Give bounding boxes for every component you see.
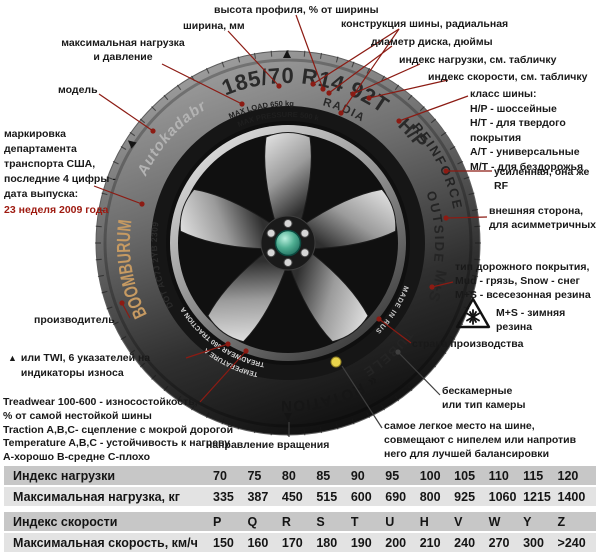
table-cell: 190 xyxy=(350,535,372,550)
table-cell: 80 xyxy=(281,468,296,483)
label-treadwear: Treadwear 100-600 - износостойкость, % о… xyxy=(3,396,234,464)
table-cell: H xyxy=(419,514,429,529)
table-cell: T xyxy=(350,514,359,529)
table-cell: 690 xyxy=(385,489,407,504)
rotation-marker-icon xyxy=(284,413,292,421)
index-tables: Индекс нагрузки 70 75 80 85 90 95 100 105 110 115 1… xyxy=(4,466,596,554)
table-cell: 240 xyxy=(454,535,476,550)
table-cell: 85 xyxy=(316,468,331,483)
label-dot-marking: маркировка департамента транспорта США, … xyxy=(4,128,116,200)
label-tire-class: класс шины: H/P - шоссейные H/T - для тв… xyxy=(470,88,584,173)
table-cell: 75 xyxy=(247,468,262,483)
table-cell: Z xyxy=(557,514,566,529)
label-width: ширина, мм xyxy=(183,20,245,32)
leader-lines xyxy=(93,14,492,403)
table-cell: 387 xyxy=(247,489,269,504)
wheel-spokes xyxy=(179,132,397,343)
leader-dots xyxy=(119,81,449,355)
table-cell: 120 xyxy=(557,468,579,483)
twi-triangle-icon: ▲ xyxy=(8,353,17,363)
table-cell: 180 xyxy=(316,535,338,550)
label-construction: конструкция шины, радиальная xyxy=(341,18,509,30)
table-cell: 70 xyxy=(213,468,227,483)
lug-nuts xyxy=(266,219,310,267)
table-cell: U xyxy=(385,514,395,529)
table-cell: W xyxy=(488,514,501,529)
label-outside: внешняя сторона, для асимметричных xyxy=(489,205,597,231)
table-cell: 105 xyxy=(454,468,476,483)
label-balance: самое легкое место на шине, совмещают с … xyxy=(384,420,577,460)
load-index-table: Индекс нагрузки 70 75 80 85 90 95 100 105 110 115 1… xyxy=(4,466,596,506)
tread-groove xyxy=(103,58,473,428)
table-cell: >240 xyxy=(557,535,586,550)
label-load-index: индекс нагрузки, см. табличку xyxy=(399,54,557,66)
table-cell: 1215 xyxy=(523,489,551,504)
label-reinforced: усиленная, она же RF xyxy=(494,166,590,192)
table-row: Максимальная нагрузка, кг 335 387 450 515 600… xyxy=(4,487,596,506)
table-cell: 170 xyxy=(281,535,303,550)
table-cell: 160 xyxy=(247,535,269,550)
label-disk-diameter: диаметр диска, дюймы xyxy=(371,36,493,48)
table-row: Индекс нагрузки 70 75 80 85 90 95 100 105 110 115 1… xyxy=(4,466,596,485)
row-label: Максимальная скорость, км/ч xyxy=(13,535,198,550)
label-surface-type: тип дорожного покрытия, Mud - грязь, Sno… xyxy=(455,261,591,301)
table-cell: Y xyxy=(523,514,532,529)
table-cell: 90 xyxy=(350,468,365,483)
twi-text: или TWI, 6 указателей на индикаторы изно… xyxy=(20,352,151,379)
table-cell: 200 xyxy=(385,535,407,550)
speed-index-table: Индекс скорости P Q R S T U H V W Y Z Максимальная с… xyxy=(4,512,596,552)
table-row: Максимальная скорость, км/ч 150 160 170 180 1… xyxy=(4,533,596,552)
label-manufacturer: производитель xyxy=(34,314,115,326)
table-cell: 110 xyxy=(488,468,509,483)
twi-marker-left-icon xyxy=(127,140,137,149)
table-cell: 115 xyxy=(523,468,544,483)
table-cell: Q xyxy=(247,514,258,529)
table-cell: 800 xyxy=(419,489,441,504)
table-cell: 270 xyxy=(488,535,510,550)
table-cell: 335 xyxy=(213,489,234,504)
row-label: Индекс скорости xyxy=(13,514,118,529)
table-row: Индекс скорости P Q R S T U H V W Y Z xyxy=(4,512,596,531)
label-speed-index: индекс скорости, см. табличку xyxy=(428,71,588,83)
balance-dot xyxy=(330,356,342,368)
table-cell: 210 xyxy=(419,535,441,550)
table-cell: R xyxy=(281,514,291,529)
label-twi: ▲ или TWI, 6 указателей на индикаторы из… xyxy=(8,351,150,381)
label-rotation: направление вращения xyxy=(206,439,330,451)
label-tube-type: бескамерные или тип камеры xyxy=(442,385,526,411)
table-cell: V xyxy=(454,514,463,529)
label-model: модель xyxy=(58,84,98,96)
snowflake-triangle-icon xyxy=(455,297,491,329)
tire-diagram: 185/70 R14 92T RADIAL H/P REINFORCED OUT… xyxy=(0,0,492,437)
center-cap xyxy=(274,229,302,257)
label-dot-date: 23 неделя 2009 года xyxy=(4,204,109,216)
label-max-load: максимальная нагрузка и давление xyxy=(61,37,185,63)
row-label: Индекс нагрузки xyxy=(13,468,116,483)
table-cell: 1400 xyxy=(557,489,586,504)
row-label: Максимальная нагрузка, кг xyxy=(13,489,180,504)
label-country: страна производства xyxy=(412,338,524,350)
table-cell: 450 xyxy=(281,489,303,504)
leader-lines-dark xyxy=(288,351,441,437)
table-cell: 300 xyxy=(523,535,544,550)
table-cell: 515 xyxy=(316,489,338,504)
table-cell: 600 xyxy=(350,489,372,504)
table-cell: 100 xyxy=(419,468,441,483)
label-profile-height: высота профиля, % от ширины xyxy=(214,4,379,16)
table-cell: P xyxy=(213,514,222,529)
table-cell: 925 xyxy=(454,489,476,504)
twi-marker-top-icon xyxy=(283,50,291,58)
label-winter: M+S - зимняя резина xyxy=(496,307,566,333)
table-cell: 1060 xyxy=(488,489,517,504)
table-cell: S xyxy=(316,514,325,529)
table-cell: 150 xyxy=(213,535,234,550)
table-cell: 95 xyxy=(385,468,400,483)
